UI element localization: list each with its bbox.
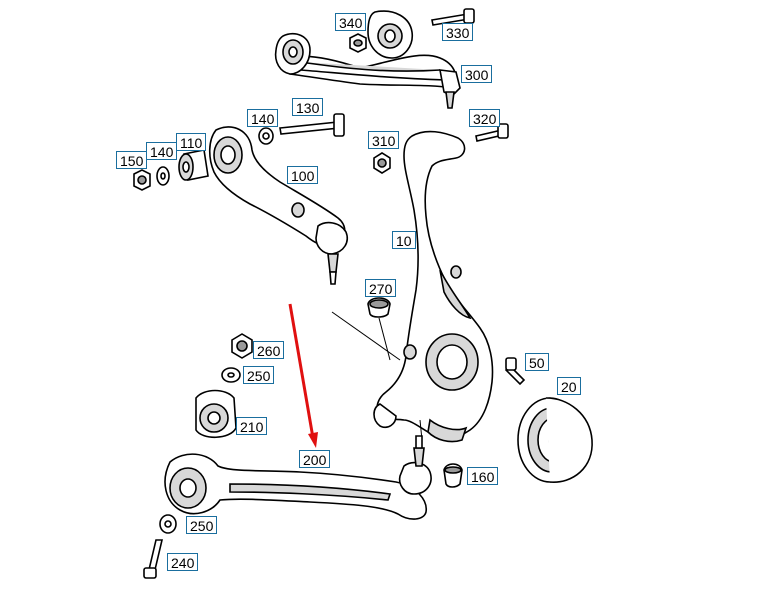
callout-250-lower: 250	[186, 516, 218, 534]
callout-160: 160	[467, 467, 499, 485]
callout-300: 300	[461, 65, 493, 83]
callout-150: 150	[116, 151, 148, 169]
callout-100: 100	[287, 166, 319, 184]
bolt-50	[504, 357, 526, 386]
bolt-130	[279, 113, 345, 137]
lower-control-arm-200	[164, 435, 432, 520]
wheel-hub	[517, 397, 593, 483]
callout-340: 340	[335, 13, 367, 31]
bolt-240	[143, 539, 164, 579]
bushing-210	[195, 389, 237, 439]
red-pointer-arrow	[288, 303, 318, 448]
bushing-110	[178, 149, 209, 181]
callout-10: 10	[392, 231, 416, 249]
leader-line-ball-joint	[331, 311, 401, 361]
callout-310: 310	[368, 131, 400, 149]
callout-210: 210	[236, 417, 268, 435]
nut-160	[443, 463, 463, 488]
leader-line-270	[378, 317, 391, 361]
bolt-330	[431, 8, 475, 26]
callout-270: 270	[365, 279, 397, 297]
washer-250-upper	[221, 367, 241, 383]
callout-130: 130	[292, 98, 324, 116]
callout-200: 200	[299, 450, 331, 468]
callout-140-lower: 140	[146, 142, 178, 160]
washer-140-lower	[156, 166, 170, 186]
nut-270	[367, 297, 391, 318]
washer-250-lower	[159, 514, 177, 534]
callout-330: 330	[442, 23, 474, 41]
control-arm-100	[208, 126, 348, 285]
nut-340	[349, 33, 367, 53]
nut-150	[133, 169, 151, 191]
bolt-320	[475, 123, 509, 142]
callout-250-upper: 250	[243, 366, 275, 384]
callout-110: 110	[176, 133, 207, 151]
callout-50: 50	[525, 353, 549, 371]
upper-control-arm	[274, 10, 461, 109]
callout-140-upper: 140	[247, 109, 279, 127]
nut-260	[231, 333, 253, 359]
callout-20: 20	[557, 377, 581, 395]
callout-240: 240	[167, 553, 199, 571]
washer-140-upper	[258, 127, 274, 145]
nut-310	[373, 152, 391, 174]
callout-320: 320	[469, 109, 501, 127]
steering-knuckle	[373, 130, 494, 443]
callout-260: 260	[253, 341, 285, 359]
